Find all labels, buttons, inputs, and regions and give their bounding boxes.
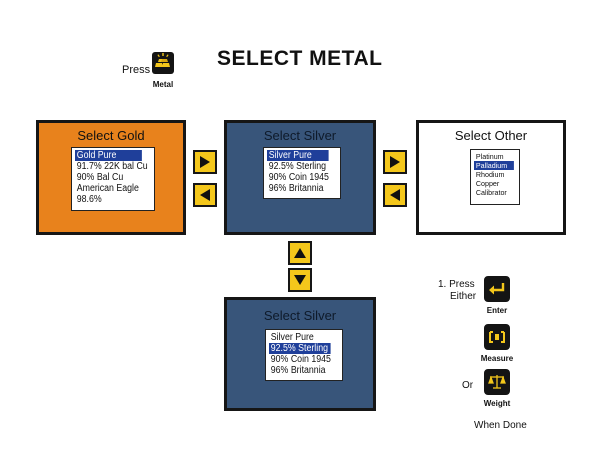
list-item[interactable]: Platinum xyxy=(475,152,504,161)
enter-key[interactable] xyxy=(484,276,510,302)
panel-title: Select Gold xyxy=(77,128,145,143)
list-item[interactable]: 92.5% Sterling xyxy=(269,343,331,354)
instruction-step: 1. Press xyxy=(438,279,475,290)
down-arrow-icon xyxy=(294,275,306,285)
left-arrow-icon xyxy=(390,189,400,201)
panel-title: Select Silver xyxy=(263,308,337,323)
list-item[interactable]: 96% Britannia xyxy=(270,365,326,376)
up-arrow-button[interactable] xyxy=(288,241,312,265)
metal-key[interactable] xyxy=(152,52,174,74)
weight-key[interactable] xyxy=(484,369,510,395)
list-item[interactable]: Gold Pure xyxy=(75,150,142,161)
press-label: Press xyxy=(122,64,151,76)
measure-key[interactable] xyxy=(484,324,510,350)
list-item[interactable]: Rhodium xyxy=(475,170,505,179)
enter-key-label: Enter xyxy=(486,306,508,315)
measure-key-label: Measure xyxy=(480,354,514,363)
list-item[interactable]: Palladium xyxy=(474,161,514,170)
left-arrow-button-2[interactable] xyxy=(383,183,407,207)
list-item[interactable]: 98.6% xyxy=(76,194,102,205)
enter-icon xyxy=(489,283,505,295)
list-item[interactable]: 90% Coin 1945 xyxy=(268,172,329,183)
list-item[interactable]: Silver Pure xyxy=(267,150,329,161)
list-item[interactable]: 91.7% 22K bal Cu xyxy=(76,161,148,172)
panel-title: Select Silver xyxy=(263,128,337,143)
up-arrow-icon xyxy=(294,248,306,258)
right-arrow-button-2[interactable] xyxy=(383,150,407,174)
weight-key-label: Weight xyxy=(483,399,511,408)
right-arrow-icon xyxy=(390,156,400,168)
left-arrow-icon xyxy=(200,189,210,201)
list-item[interactable]: 90% Coin 1945 xyxy=(270,354,331,365)
instruction-done: When Done xyxy=(474,420,527,431)
measure-icon xyxy=(489,331,505,343)
instruction-either: Either xyxy=(450,291,477,302)
scale-icon xyxy=(488,375,506,389)
list-item[interactable]: 96% Britannia xyxy=(268,183,324,194)
list-item[interactable]: 90% Bal Cu xyxy=(76,172,124,183)
list-item[interactable]: Silver Pure xyxy=(270,332,314,343)
panel-title: Select Other xyxy=(454,128,528,143)
left-arrow-button[interactable] xyxy=(193,183,217,207)
page-title: SELECT METAL xyxy=(217,47,383,70)
right-arrow-button[interactable] xyxy=(193,150,217,174)
right-arrow-icon xyxy=(200,156,210,168)
list-item[interactable]: American Eagle xyxy=(76,183,139,194)
gold-bars-icon xyxy=(154,52,172,74)
down-arrow-button[interactable] xyxy=(288,268,312,292)
list-item[interactable]: Calibrator xyxy=(475,188,507,197)
list-item[interactable]: Copper xyxy=(475,179,500,188)
metal-key-label: Metal xyxy=(152,80,174,89)
list-item[interactable]: 92.5% Sterling xyxy=(268,161,327,172)
instruction-or: Or xyxy=(462,380,474,391)
